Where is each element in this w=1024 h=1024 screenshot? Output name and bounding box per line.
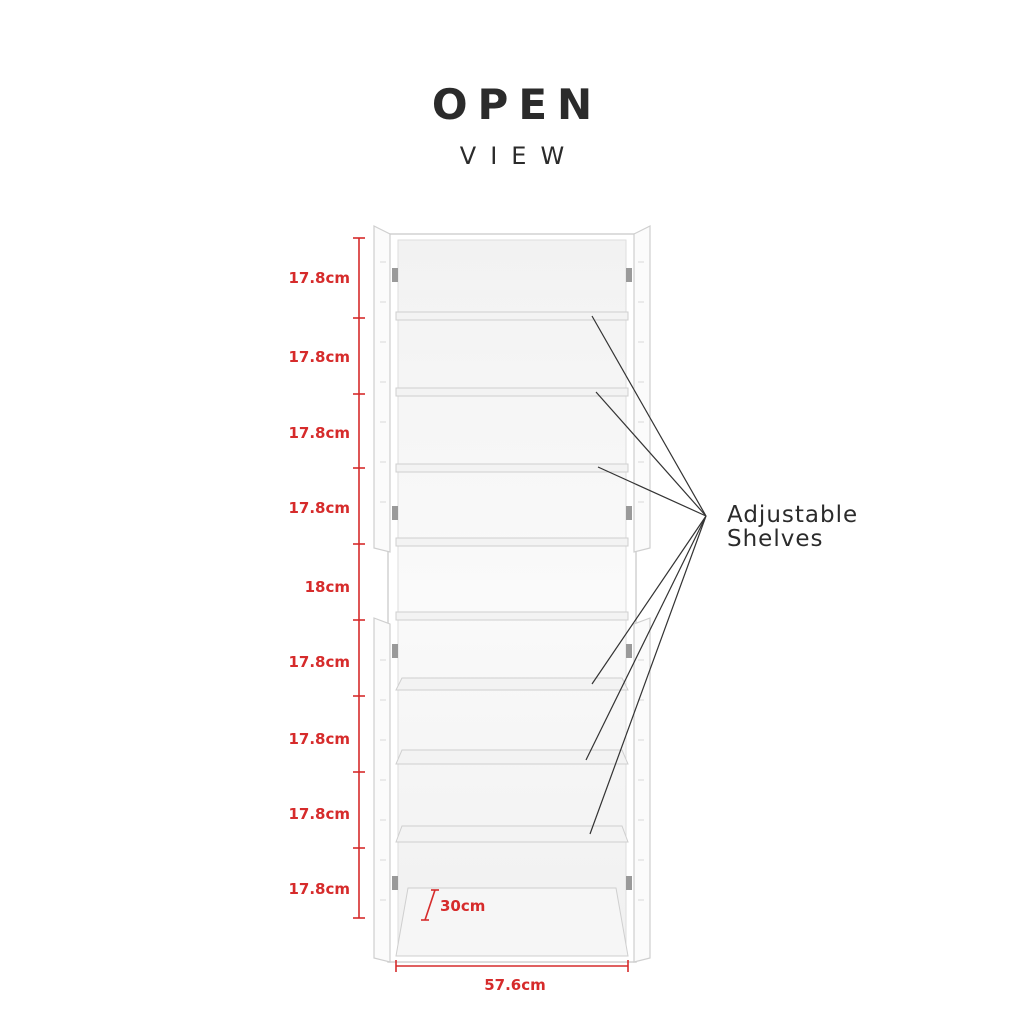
door-top-right [633,225,651,553]
callout-line [597,466,707,517]
height-dimension-line [353,237,365,919]
depth-dimension-line [421,889,439,921]
height-label: 17.8cm [288,653,350,671]
base-floor [395,887,629,957]
shelf [395,749,629,765]
cabinet [373,225,651,963]
callout-lines [585,315,707,835]
width-dimension-line [395,960,629,972]
depth-label: 30cm [440,897,485,915]
height-label: 17.8cm [288,805,350,823]
shelf [395,537,629,547]
callout-line [585,515,707,761]
height-label: 17.8cm [288,269,350,287]
callout-label-line1: Adjustable [727,502,858,528]
diagram-title: OPEN [431,80,603,129]
height-label: 17.8cm [288,880,350,898]
shelf [395,311,629,321]
shelves [395,311,629,957]
callout-line [589,515,707,835]
height-label: 17.8cm [288,424,350,442]
height-labels: 17.8cm 17.8cm 17.8cm 17.8cm 18cm 17.8cm … [288,269,350,898]
shelf [395,677,629,691]
callout-label-line2: Shelves [727,526,823,552]
height-label: 17.8cm [288,499,350,517]
height-label: 17.8cm [288,348,350,366]
shelf [395,463,629,473]
cabinet-interior [397,239,627,957]
door-bottom-right [633,617,651,963]
door-top-left [373,225,391,553]
shelf [395,825,629,843]
shelf [395,387,629,397]
door-slats [380,261,644,901]
callout-line [591,315,707,517]
height-label: 18cm [305,578,350,596]
hinges [392,268,632,890]
width-label: 57.6cm [484,976,546,994]
callout-line [595,391,707,517]
diagram-subtitle: VIEW [459,142,579,170]
shelf [395,611,629,621]
height-label: 17.8cm [288,730,350,748]
door-bottom-left [373,617,391,963]
callout-line [591,515,707,685]
